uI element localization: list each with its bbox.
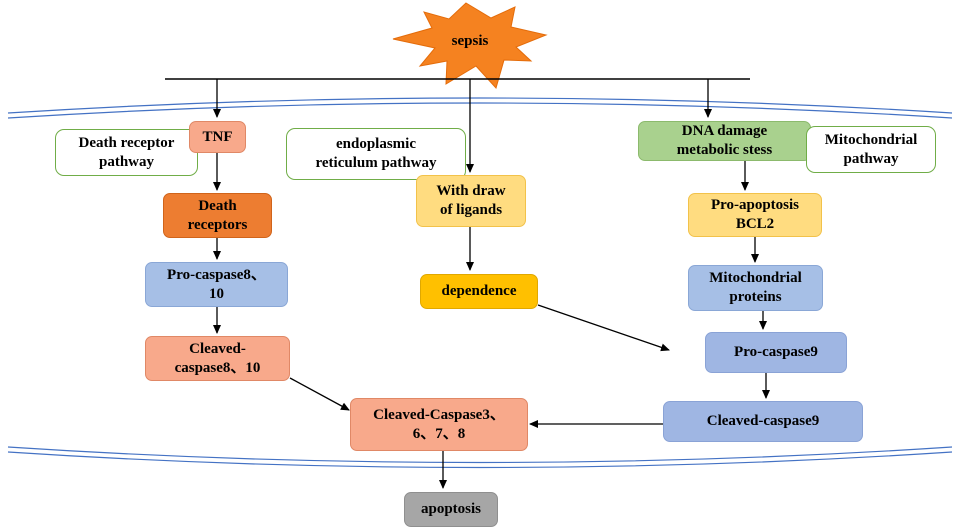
cleaved-caspase3-box: Cleaved-Caspase3、6、7、8 bbox=[350, 398, 528, 451]
pro-caspase9-box: Pro-caspase9 bbox=[705, 332, 847, 373]
membrane-bottom bbox=[7, 446, 953, 469]
pro-caspase8-10-box: Pro-caspase8、10 bbox=[145, 262, 288, 307]
membrane-top bbox=[7, 97, 953, 119]
cleaved-caspase9-box: Cleaved-caspase9 bbox=[663, 401, 863, 442]
sepsis-label: sepsis bbox=[451, 33, 489, 49]
tnf-box: TNF bbox=[189, 121, 246, 153]
sepsis-burst-shape bbox=[392, 2, 548, 90]
cleaved-caspase8-10-box: Cleaved-caspase8、10 bbox=[145, 336, 290, 381]
arrow-dependence-procasp9 bbox=[537, 304, 670, 352]
dependence-box: dependence bbox=[420, 274, 538, 309]
arrow-cleaved8-casp3 bbox=[289, 377, 350, 411]
apoptosis-box: apoptosis bbox=[404, 492, 498, 527]
